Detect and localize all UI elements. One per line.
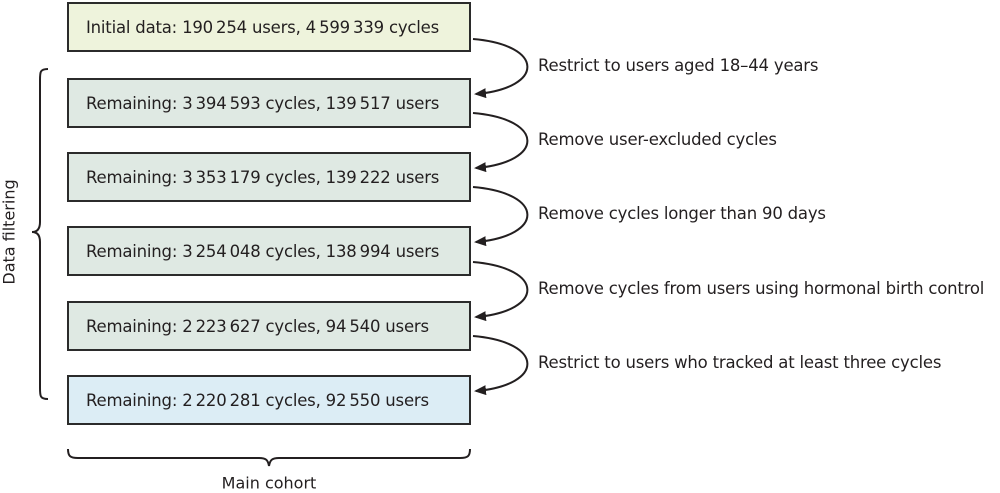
box-main-cohort: Remaining: 2 220 281 cycles, 92 550 user… [67,375,471,425]
box-initial-data: Initial data: 190 254 users, 4 599 339 c… [67,2,471,52]
step-label-hormonal: Remove cycles from users using hormonal … [538,279,985,298]
box-remaining-1: Remaining: 3 394 593 cycles, 139 517 use… [67,78,471,128]
box-remaining-3: Remaining: 3 254 048 cycles, 138 994 use… [67,226,471,276]
step-label-user-excluded: Remove user-excluded cycles [538,130,777,149]
step-label-three-cycles: Restrict to users who tracked at least t… [538,353,942,372]
arrow-step-5 [472,335,529,396]
step-label-long-cycles: Remove cycles longer than 90 days [538,204,826,223]
arrow-step-2 [472,112,529,173]
main-cohort-brace [67,448,471,467]
arrow-step-3 [472,186,529,247]
data-filtering-brace [31,68,49,400]
step-label-age: Restrict to users aged 18–44 years [538,56,819,75]
main-cohort-label: Main cohort [221,473,317,493]
box-remaining-2: Remaining: 3 353 179 cycles, 139 222 use… [67,152,471,202]
box-remaining-4: Remaining: 2 223 627 cycles, 94 540 user… [67,301,471,351]
arrow-step-4 [472,261,529,322]
arrow-step-1 [472,38,529,99]
